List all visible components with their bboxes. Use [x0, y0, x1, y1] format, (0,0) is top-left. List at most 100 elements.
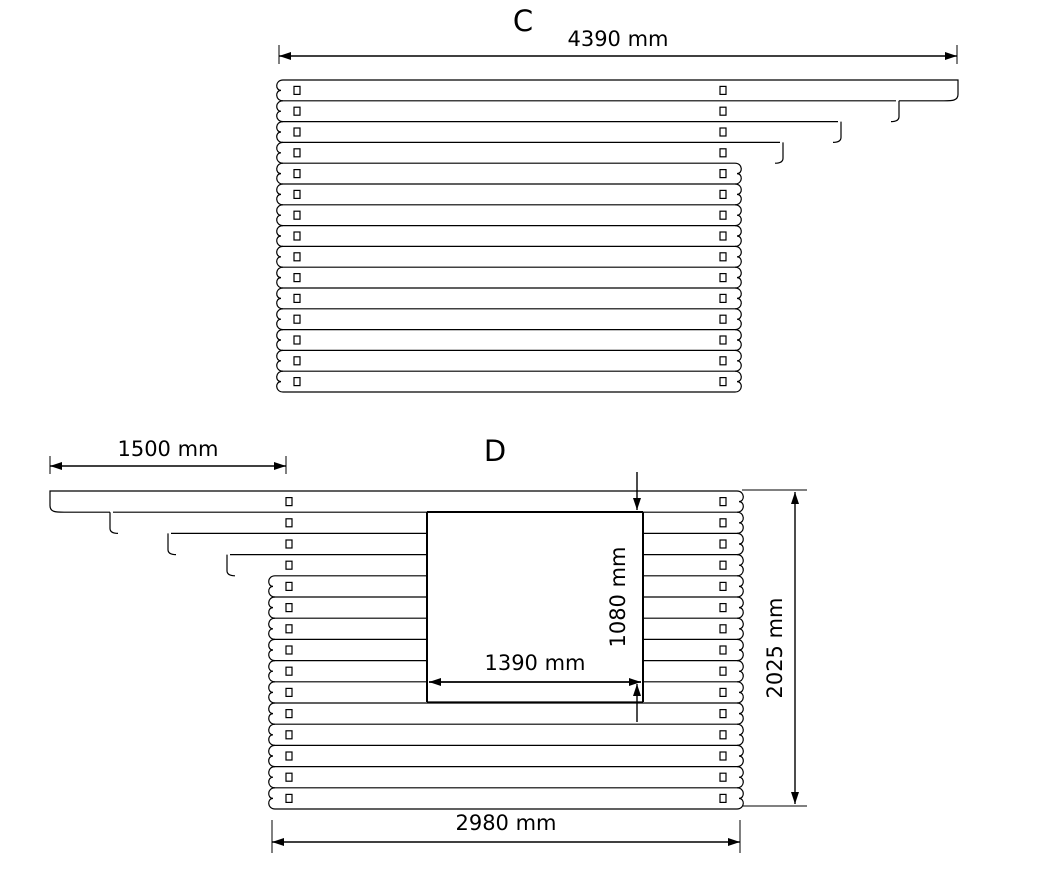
log-end-round — [276, 141, 284, 164]
log-end-round — [734, 287, 742, 310]
corner-notch — [293, 169, 301, 179]
log-end-round — [268, 596, 276, 619]
log-end-round — [276, 370, 284, 393]
corner-notch — [719, 273, 727, 283]
corner-notch — [293, 189, 301, 199]
log-end-round — [734, 204, 742, 227]
corner-notch — [293, 293, 301, 303]
log-end-round — [268, 702, 276, 725]
log-end-round — [276, 329, 284, 351]
log-end-round — [276, 162, 284, 185]
corner-notch — [719, 666, 727, 676]
corner-notch — [719, 377, 727, 387]
wall-d: D 1500 mm 1390 mm 1080 mm — [49, 434, 807, 853]
corner-notch — [719, 356, 727, 366]
corner-notch — [719, 314, 727, 324]
log-end-round — [736, 660, 744, 683]
wall-d-overhang-label: 1500 mm — [117, 437, 218, 461]
corner-notch — [293, 377, 301, 387]
corner-notch — [285, 518, 293, 528]
log-end-round — [268, 681, 276, 704]
overhang-end — [899, 79, 959, 102]
log-end-round — [268, 744, 276, 768]
wall-d-height-dimension: 2025 mm — [742, 489, 807, 807]
corner-notch — [285, 602, 293, 613]
overhang-end — [890, 100, 900, 123]
corner-notch — [293, 252, 301, 262]
corner-notch — [719, 602, 727, 613]
log-end-round — [734, 329, 742, 351]
log-end-round — [276, 79, 284, 102]
corner-notch — [293, 106, 301, 116]
wall-c-width-label: 4390 mm — [567, 27, 668, 51]
opening-width-label: 1390 mm — [484, 651, 585, 675]
corner-notch — [719, 518, 727, 528]
corner-notch — [719, 189, 727, 199]
log-end-round — [276, 308, 284, 331]
wall-d-width-dimension: 2980 mm — [271, 811, 741, 853]
wall-c: C 4390 mm — [276, 4, 959, 393]
log-end-round — [736, 490, 744, 513]
corner-notch — [293, 210, 301, 220]
corner-notch — [719, 793, 727, 804]
log-end-round — [734, 162, 742, 185]
log-end-round — [734, 245, 742, 268]
opening-width-dimension: 1390 mm — [429, 651, 641, 686]
log-end-round — [734, 266, 742, 289]
log-end-round — [268, 638, 276, 662]
corner-notch — [293, 127, 301, 137]
log-end-round — [736, 532, 744, 556]
log-end-round — [736, 702, 744, 725]
log-end-round — [276, 287, 284, 310]
overhang-end — [167, 533, 177, 556]
log-end-round — [734, 225, 742, 247]
wall-c-letter: C — [513, 4, 533, 38]
log-end-round — [736, 766, 744, 789]
corner-notch — [293, 314, 301, 324]
corner-notch — [285, 751, 293, 761]
corner-notch — [719, 751, 727, 761]
corner-notch — [285, 539, 293, 549]
log-end-round — [734, 370, 742, 393]
corner-notch — [719, 645, 727, 655]
corner-notch — [719, 127, 727, 137]
log-end-round — [736, 638, 744, 662]
log-end-round — [736, 554, 744, 577]
wall-d-width-label: 2980 mm — [455, 811, 556, 835]
wall-d-letter: D — [484, 434, 506, 468]
corner-notch — [293, 85, 301, 96]
wall-d-logs — [49, 490, 744, 810]
log-end-round — [268, 723, 276, 746]
corner-notch — [719, 293, 727, 303]
log-end-round — [736, 744, 744, 768]
log-end-round — [736, 723, 744, 746]
corner-notch — [719, 581, 727, 592]
log-end-round — [268, 787, 276, 810]
corner-notch — [719, 252, 727, 262]
log-end-round — [736, 617, 744, 640]
log-end-round — [276, 245, 284, 268]
log-end-round — [276, 266, 284, 289]
wall-d-height-label: 2025 mm — [763, 597, 787, 698]
corner-notch — [293, 231, 301, 241]
wall-d-overhang-dimension: 1500 mm — [49, 437, 287, 474]
log-end-round — [736, 575, 744, 598]
log-end-round — [736, 511, 744, 534]
corner-notch — [719, 772, 727, 782]
corner-notch — [719, 497, 727, 507]
corner-notch — [285, 793, 293, 804]
wall-c-logs — [276, 79, 959, 393]
corner-notch — [719, 231, 727, 241]
wall-c-width-dimension: 4390 mm — [278, 27, 958, 64]
window-opening — [426, 511, 644, 703]
log-end-round — [268, 575, 276, 598]
corner-notch — [719, 708, 727, 719]
corner-notch — [719, 85, 727, 96]
corner-notch — [285, 497, 293, 507]
corner-notch — [719, 624, 727, 634]
log-end-round — [268, 617, 276, 640]
log-end-round — [734, 349, 742, 372]
corner-notch — [285, 687, 293, 698]
corner-notch — [719, 560, 727, 570]
